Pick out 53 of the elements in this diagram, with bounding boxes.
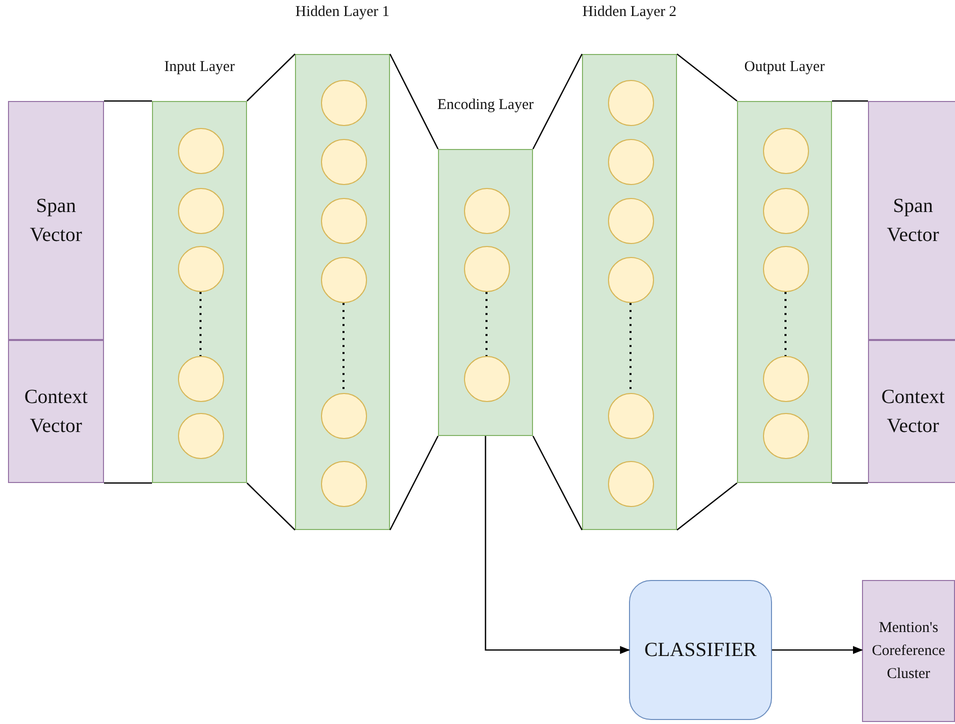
neuron-circle [608,198,654,244]
neuron-circle [464,246,510,292]
neuron-circle [608,139,654,185]
neuron-circle [320,80,366,126]
connector-line [676,482,738,531]
dotted-line [784,292,786,356]
neuron-circle [178,413,224,459]
neuron-circle [464,188,510,234]
arrow [484,436,630,654]
neuron-circle [320,461,366,507]
neuron-circle [178,356,224,402]
vector-block: Context Vector [8,340,104,483]
classifier-box: CLASSIFIER [629,580,772,720]
vector-block: Span Vector [868,101,955,340]
connector-line [532,54,583,150]
layer-label: Output Layer [743,58,826,77]
neuron-circle [178,246,224,292]
connector-line [832,100,868,102]
neuron-circle [762,413,808,459]
neuron-circle [608,393,654,439]
dotted-line [486,292,488,356]
output-box: Mention's Coreference Cluster [862,580,955,722]
neuron-circle [464,356,510,402]
neuron-circle [608,257,654,303]
layer-label: Input Layer [163,58,236,77]
neuron-circle [320,393,366,439]
connector-line [104,482,152,484]
connector-line [246,54,296,102]
neuron-circle [608,80,654,126]
neuron-circle [178,188,224,234]
connector-line [104,100,152,102]
neuron-circle [762,246,808,292]
arrow [772,646,863,654]
neuron-circle [320,257,366,303]
neuron-circle [320,198,366,244]
connector-line [676,53,738,102]
connector-line [832,482,868,484]
neuron-circle [762,188,808,234]
layer-label: Encoding Layer [436,96,535,115]
neuron-circle [762,356,808,402]
layer-label: Hidden Layer 1 [294,3,391,22]
neuron-circle [608,461,654,507]
vector-block: Context Vector [868,340,955,483]
connector-line [389,436,439,530]
neuron-circle [320,139,366,185]
neuron-circle [762,128,808,174]
connector-line [246,482,296,530]
vector-block: Span Vector [8,101,104,340]
connector-line [532,436,583,530]
neuron-circle [178,128,224,174]
layer-label: Hidden Layer 2 [581,3,678,22]
connector-line [389,54,439,150]
dotted-line [200,292,202,356]
